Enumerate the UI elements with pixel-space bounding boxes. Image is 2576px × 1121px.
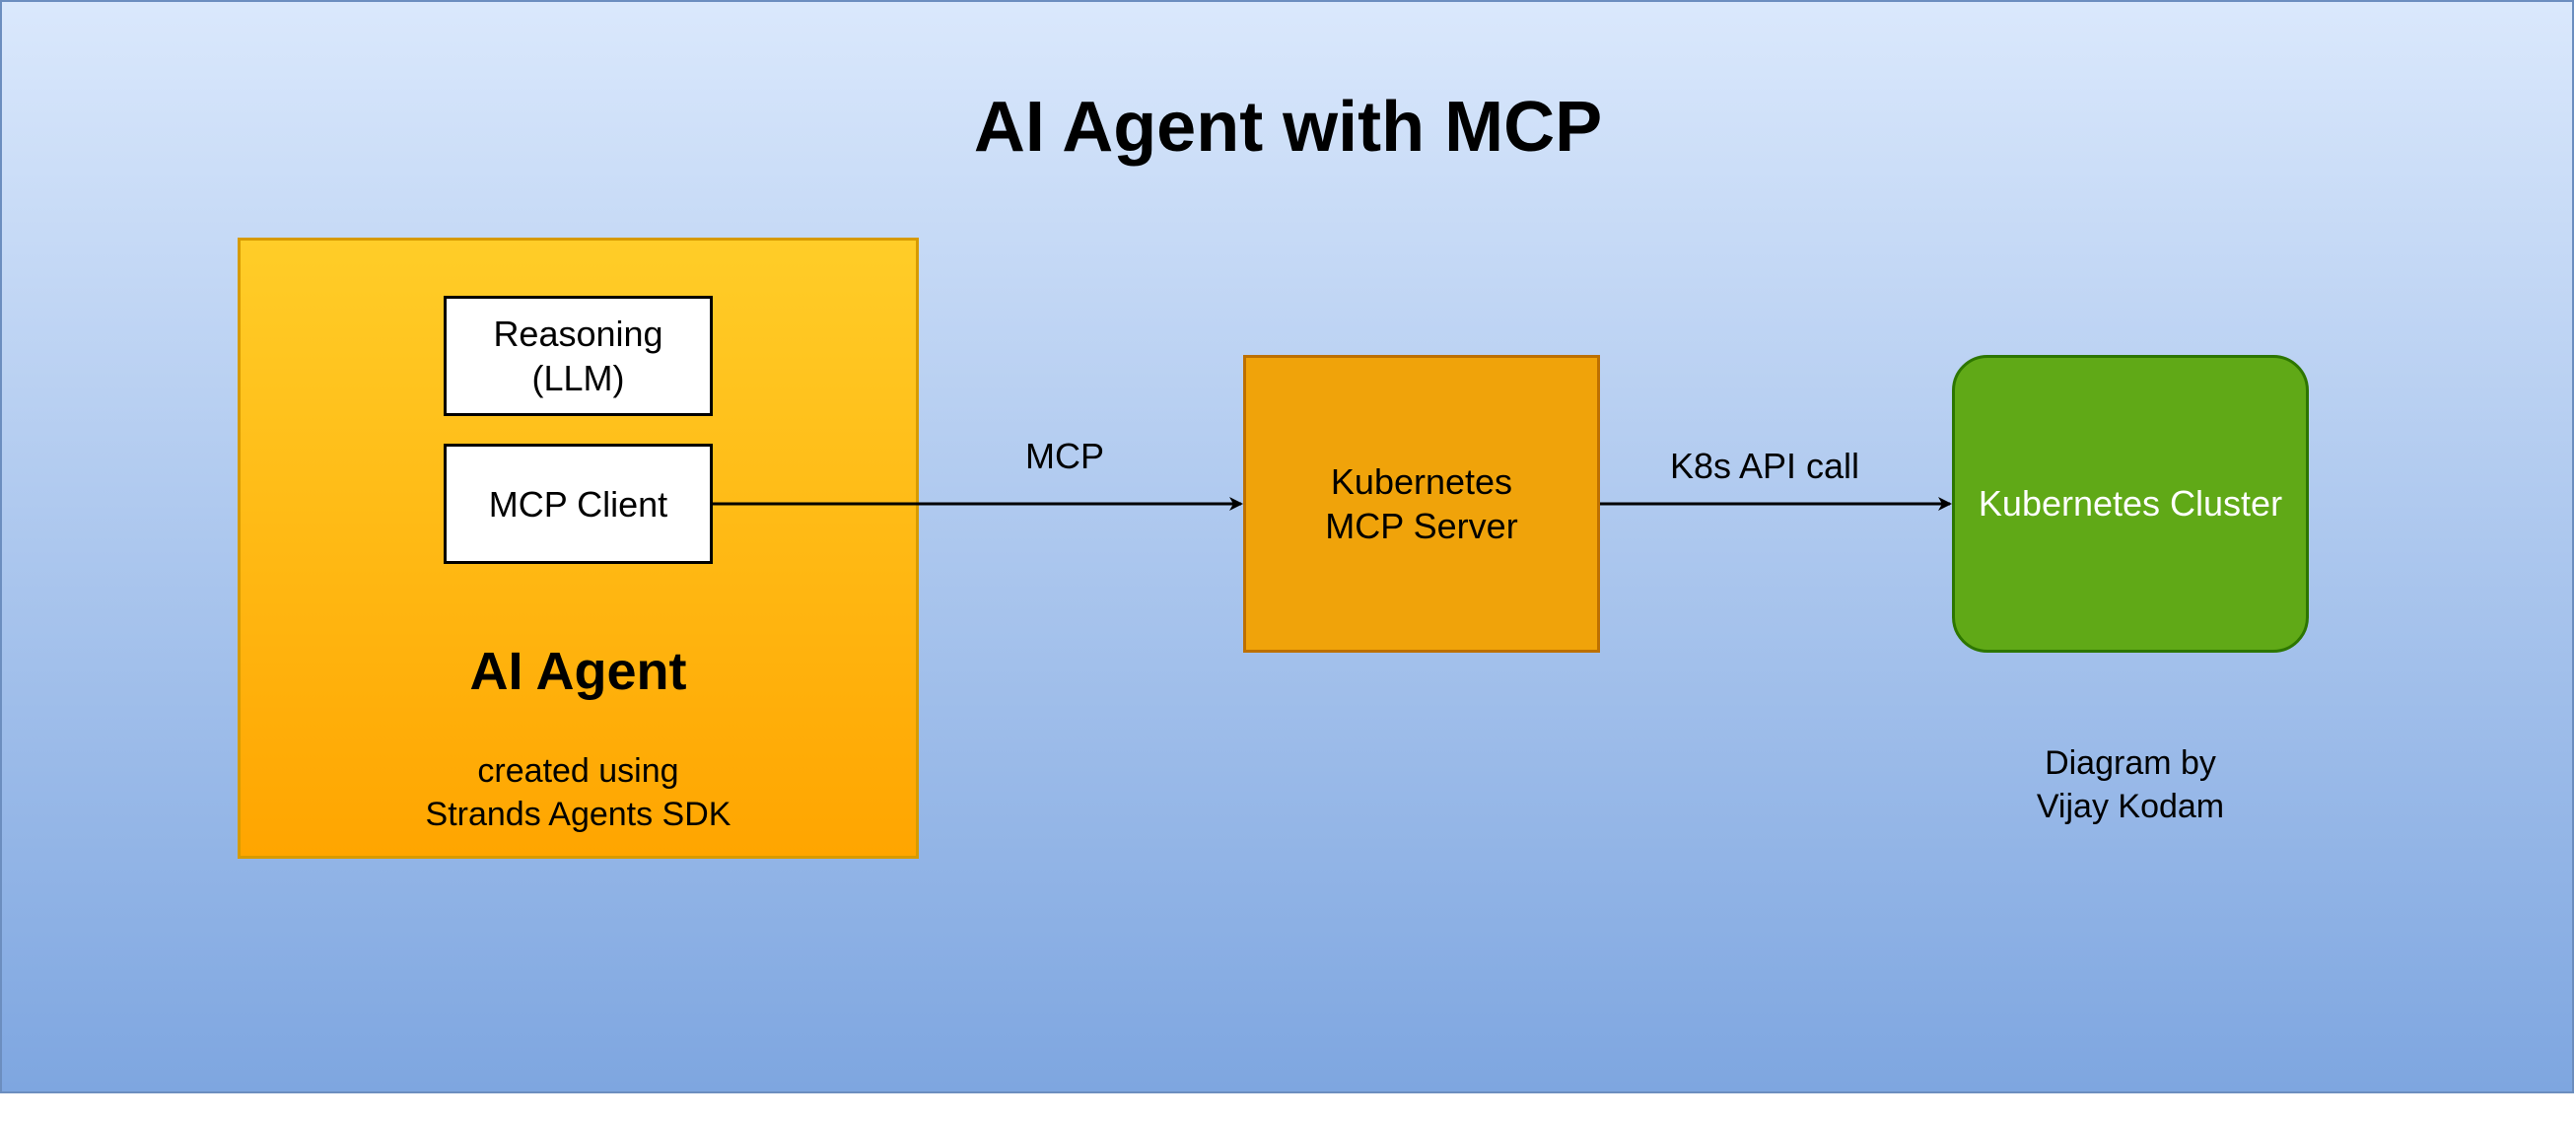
reasoning-llm-box: Reasoning (LLM): [444, 296, 713, 416]
mcp-edge-label: MCP: [1025, 436, 1104, 476]
diagram-credit: Diagram by Vijay Kodam: [2036, 744, 2225, 826]
k8s-api-call-edge-label: K8s API call: [1669, 446, 1860, 486]
mcp-client-box: MCP Client: [444, 444, 713, 564]
kubernetes-mcp-server-box: Kubernetes MCP Server: [1243, 355, 1600, 653]
ai-agent-label: AI Agent: [469, 642, 687, 701]
ai-agent-subtitle: created using Strands Agents SDK: [425, 752, 731, 834]
diagram-title: AI Agent with MCP: [973, 88, 1603, 167]
kubernetes-cluster-box: Kubernetes Cluster: [1952, 355, 2309, 653]
